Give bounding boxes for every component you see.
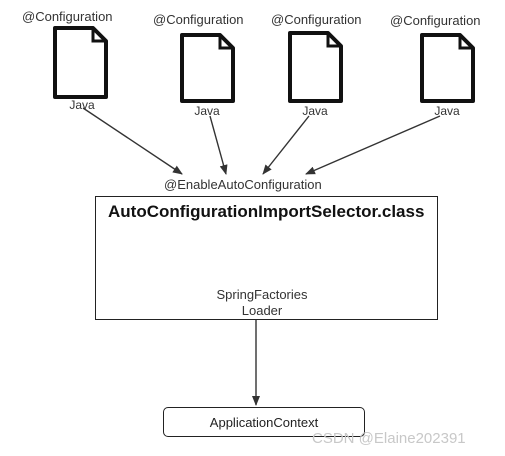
enable-auto-configuration-label: @EnableAutoConfiguration (164, 177, 322, 192)
java-label-2: Java (194, 104, 220, 118)
arrow-doc3 (262, 115, 310, 175)
import-selector-box (95, 196, 438, 320)
configuration-annotation-3: @Configuration (271, 12, 362, 27)
arrow-doc4 (305, 115, 441, 175)
java-document-icon-4 (420, 33, 475, 103)
java-label-4: Java (434, 104, 460, 118)
watermark: CSDN @Elaine202391 (312, 430, 466, 447)
configuration-annotation-2: @Configuration (153, 12, 244, 27)
java-label-1: Java (69, 98, 95, 112)
loader-label-line2: Loader (241, 303, 283, 318)
application-context-box: ApplicationContext (163, 407, 365, 437)
java-document-icon-2 (180, 33, 235, 103)
loader-label-line1: SpringFactories (216, 287, 308, 302)
import-selector-title: AutoConfigurationImportSelector.class (108, 202, 425, 221)
arrow-doc2 (209, 115, 228, 175)
java-document-icon-1 (53, 26, 108, 99)
java-label-3: Java (302, 104, 328, 118)
configuration-annotation-1: @Configuration (22, 9, 113, 24)
spring-factories-loader-label: SpringFactories Loader (203, 287, 321, 319)
configuration-annotation-4: @Configuration (390, 13, 481, 28)
java-document-icon-3 (288, 31, 343, 103)
arrow-doc1 (82, 107, 183, 175)
